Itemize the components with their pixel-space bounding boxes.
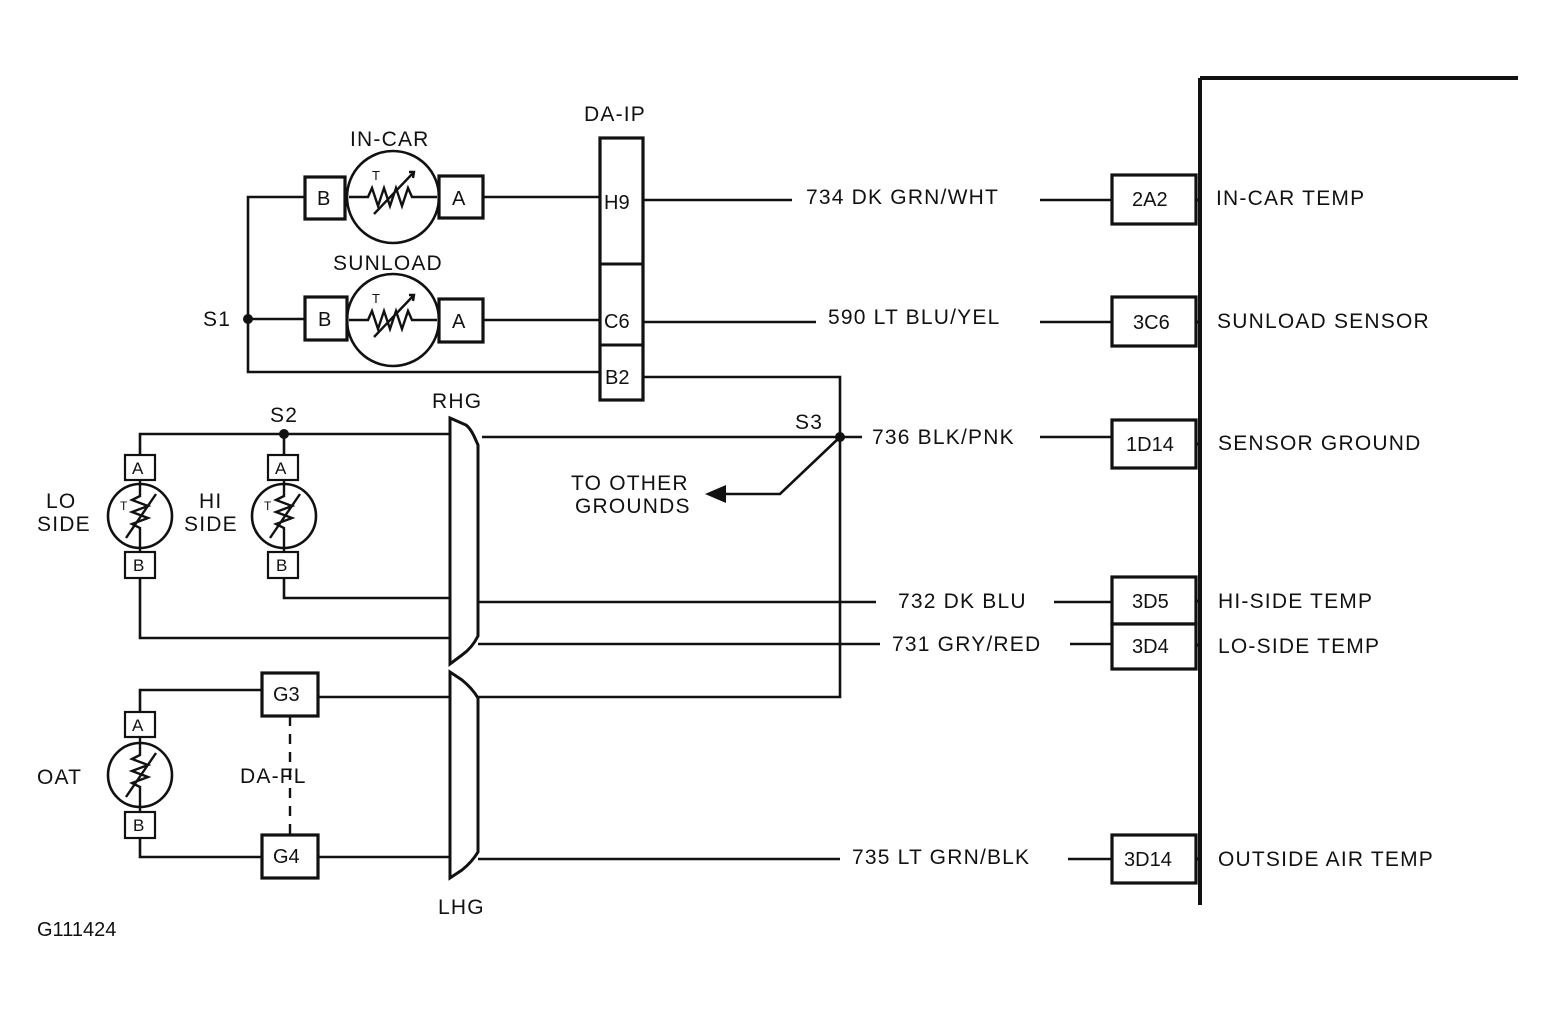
oat-thermistor-icon — [125, 737, 157, 812]
in-car-pin-a-label: A — [452, 188, 466, 210]
lo-side-pin-a-label: A — [132, 459, 144, 478]
sunload-thermistor-icon — [349, 293, 437, 338]
splice-s1-dot — [243, 314, 253, 324]
splice-s1-label: S1 — [203, 308, 231, 331]
wire-s2-ground — [138, 432, 450, 455]
lo-side-label-2: SIDE — [37, 513, 91, 536]
terminal-2a2 — [1110, 173, 1198, 226]
function-hi-side-temp: HI-SIDE TEMP — [1218, 590, 1373, 613]
hi-side-label-1: HI — [199, 490, 222, 513]
sunload-pin-a — [437, 297, 485, 344]
hi-side-pin-b-label: B — [276, 556, 287, 575]
wire-735-label: 735 LT GRN/BLK — [852, 846, 1030, 869]
in-car-pin-b — [303, 175, 347, 221]
hi-side-thermistor-icon — [269, 480, 301, 552]
terminal-3d4 — [1110, 622, 1198, 671]
diagram-id: G111424 — [37, 919, 116, 941]
splice-s2-dot — [279, 429, 289, 439]
in-car-thermistor-icon — [349, 170, 437, 215]
wire-736-label: 736 BLK/PNK — [872, 426, 1015, 449]
terminal-3d14 — [1110, 833, 1198, 885]
in-car-t-symbol: T — [372, 168, 380, 183]
in-car-label: IN-CAR — [350, 128, 430, 151]
hi-side-t-symbol: T — [264, 499, 272, 513]
wire-other-grounds — [722, 436, 841, 496]
other-grounds-line2: GROUNDS — [575, 495, 691, 518]
oat-pin-b-label: B — [133, 816, 144, 835]
wire-734-label: 734 DK GRN/WHT — [806, 186, 999, 209]
lo-side-thermistor-icon — [125, 480, 157, 552]
arrow-other-grounds — [705, 485, 726, 503]
splice-dots — [243, 314, 845, 442]
da-ip-pin-h9: H9 — [604, 192, 630, 214]
terminal-1d14-label: 1D14 — [1126, 434, 1174, 456]
da-ip-pin-b2: B2 — [605, 367, 629, 389]
oat-pin-b — [123, 810, 157, 840]
terminal-3d14-label: 3D14 — [1124, 849, 1172, 871]
sunload-pin-b — [303, 295, 349, 342]
oat-pin-a — [123, 710, 157, 739]
wire-731-label: 731 GRY/RED — [892, 633, 1041, 656]
wire-s1-loop — [246, 195, 600, 374]
terminal-3d5 — [1110, 575, 1198, 626]
wire-732-label: 732 DK BLU — [898, 590, 1027, 613]
wire-lo-b-rhg — [138, 578, 450, 640]
lo-side-pin-b-label: B — [133, 556, 144, 575]
module-pin-stubs — [1196, 198, 1200, 861]
rhg-connector — [448, 415, 480, 667]
splice-s3-label: S3 — [795, 411, 823, 434]
function-in-car-temp: IN-CAR TEMP — [1216, 187, 1365, 210]
in-car-pin-b-label: B — [317, 188, 330, 210]
terminal-2a2-label: 2A2 — [1132, 189, 1168, 211]
terminal-3c6 — [1110, 295, 1198, 348]
da-fl-pin-g4-label: G4 — [273, 846, 300, 868]
oat-pin-a-label: A — [132, 716, 144, 735]
lhg-connector — [448, 669, 480, 881]
wire-g3-oat-a — [138, 688, 262, 712]
hi-side-pin-a — [266, 453, 300, 482]
sunload-pin-b-label: B — [318, 309, 331, 331]
wires — [138, 195, 1200, 861]
da-ip-label: DA-IP — [584, 103, 646, 126]
terminal-3d5-label: 3D5 — [1132, 591, 1169, 613]
lo-side-pin-a — [123, 453, 157, 482]
sunload-t-symbol: T — [372, 291, 380, 306]
wire-hi-b-rhg — [282, 578, 450, 600]
da-fl-pin-g4 — [260, 833, 320, 880]
terminal-3c6-label: 3C6 — [1133, 312, 1170, 334]
splice-s3-dot — [835, 432, 845, 442]
hi-side-pin-a-label: A — [275, 459, 287, 478]
da-ip-connector — [598, 136, 645, 402]
wire-oat-b-g4 — [138, 838, 262, 859]
wire-b2-s3-g3 — [318, 375, 842, 699]
lo-side-pin-b — [123, 550, 157, 580]
function-sensor-ground: SENSOR GROUND — [1218, 432, 1421, 455]
lo-side-label-1: LO — [46, 490, 76, 513]
da-ip-pin-c6: C6 — [604, 311, 630, 333]
sunload-label: SUNLOAD — [333, 252, 443, 275]
function-lo-side-temp: LO-SIDE TEMP — [1218, 635, 1380, 658]
hi-side-pin-b — [266, 550, 300, 580]
da-fl-label: DA-FL — [240, 765, 307, 788]
oat-label: OAT — [37, 766, 82, 789]
wire-590-label: 590 LT BLU/YEL — [828, 306, 1000, 329]
rhg-label: RHG — [432, 390, 482, 413]
terminal-1d14 — [1110, 418, 1198, 470]
other-grounds-line1: TO OTHER — [571, 472, 689, 495]
function-outside-air-temp: OUTSIDE AIR TEMP — [1218, 848, 1434, 871]
lhg-label: LHG — [438, 896, 485, 919]
hi-side-label-2: SIDE — [184, 513, 238, 536]
in-car-pin-a — [437, 174, 485, 220]
lo-side-t-symbol: T — [120, 499, 128, 513]
terminal-3d4-label: 3D4 — [1132, 636, 1169, 658]
splice-s2-label: S2 — [270, 404, 298, 427]
function-sunload-sensor: SUNLOAD SENSOR — [1217, 310, 1430, 333]
sunload-pin-a-label: A — [452, 311, 466, 333]
control-module-outline — [1198, 76, 1518, 905]
da-fl-pin-g3-label: G3 — [273, 684, 300, 706]
